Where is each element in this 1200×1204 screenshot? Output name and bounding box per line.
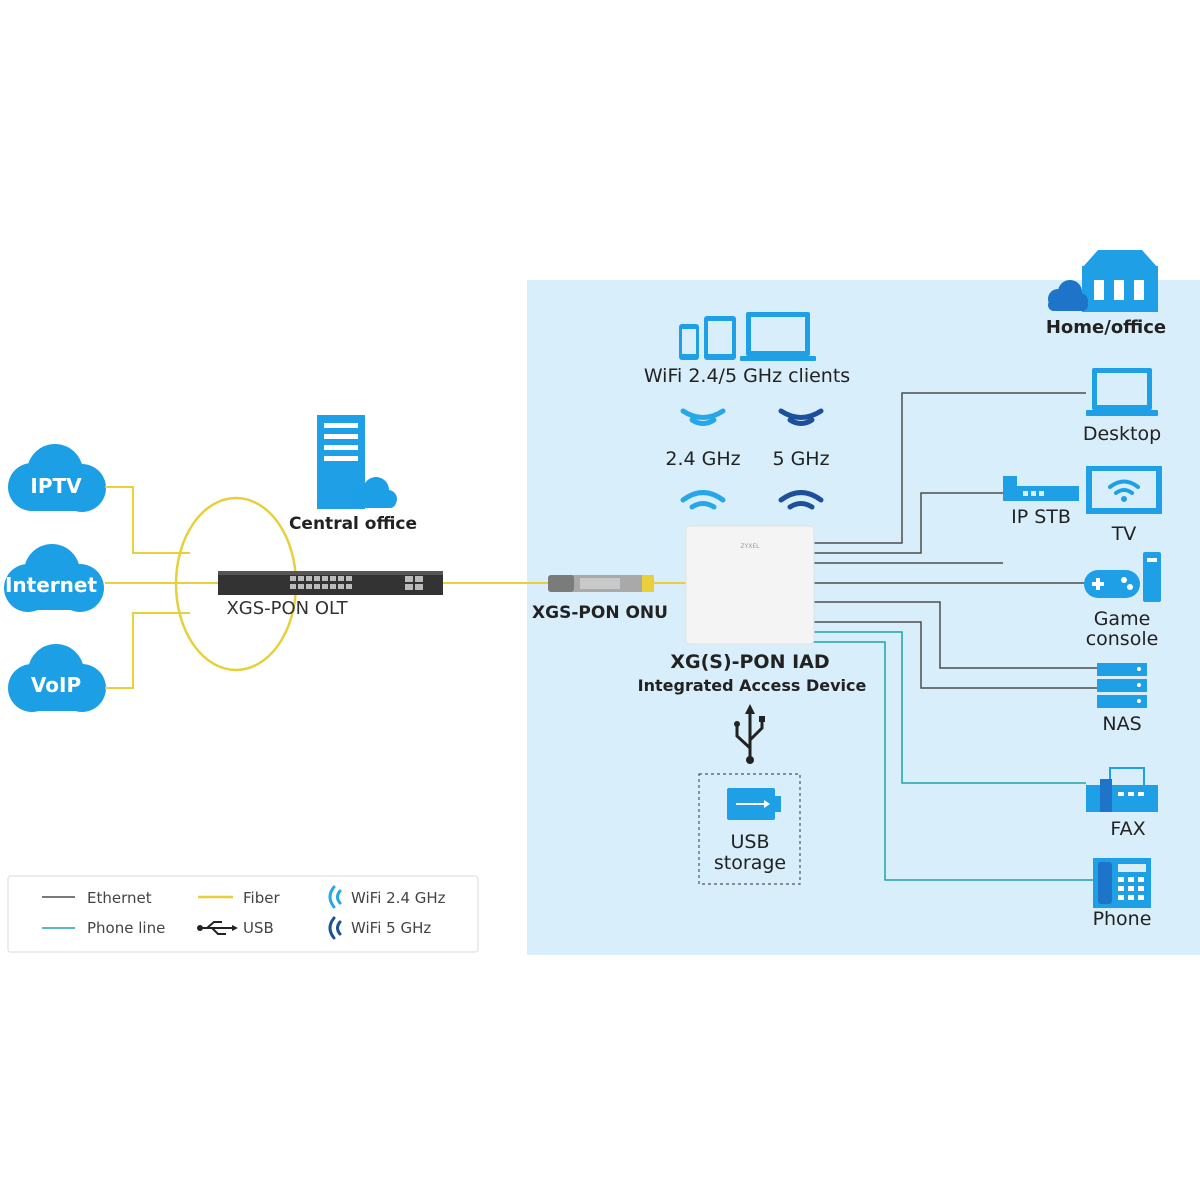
legend-ethernet-label: Ethernet bbox=[87, 889, 152, 907]
legend-wifi5-label: WiFi 5 GHz bbox=[351, 919, 431, 937]
usb-storage-line2: storage bbox=[714, 852, 786, 874]
legend: Ethernet Phone line Fiber USB WiFi 2.4 G… bbox=[7, 875, 479, 953]
central-office-label: Central office bbox=[289, 514, 417, 534]
onu-label: XGS-PON ONU bbox=[532, 603, 668, 623]
wifi-24-icon bbox=[680, 408, 726, 426]
iad-title: XG(S)-PON IAD bbox=[670, 651, 829, 673]
service-label: IPTV bbox=[30, 474, 82, 498]
service-label: Internet bbox=[5, 573, 97, 597]
iad-subtitle: Integrated Access Device bbox=[638, 676, 867, 695]
building-cloud-icon bbox=[1048, 250, 1158, 312]
wifi-5-icon bbox=[778, 408, 824, 426]
switch-icon bbox=[218, 571, 443, 595]
tv-icon bbox=[1086, 466, 1162, 514]
device-game-label-line1: Game bbox=[1094, 608, 1151, 630]
usb-icon bbox=[197, 921, 238, 935]
ethernet-links bbox=[813, 392, 1097, 881]
iad-device: ZYXEL bbox=[685, 525, 815, 645]
cloud-icon bbox=[8, 444, 106, 512]
home-office-label: Home/office bbox=[1046, 317, 1166, 338]
set-top-box-icon bbox=[1003, 476, 1079, 501]
legend-wifi24-label: WiFi 2.4 GHz bbox=[351, 889, 446, 907]
wifi-24-icon bbox=[328, 885, 342, 909]
service-internet: Internet bbox=[4, 544, 104, 612]
olt-label: XGS-PON OLT bbox=[226, 598, 348, 619]
fax-icon bbox=[1086, 767, 1158, 812]
usb-storage-line1: USB bbox=[730, 831, 769, 853]
device-tv-label: TV bbox=[1111, 523, 1137, 545]
devices-icon bbox=[679, 312, 816, 361]
service-voip: VoIP bbox=[8, 644, 106, 712]
wifi-24-icon bbox=[680, 490, 726, 510]
band-label-24: 2.4 GHz bbox=[665, 448, 740, 470]
legend-usb-label: USB bbox=[243, 919, 274, 937]
service-iptv: IPTV bbox=[8, 444, 106, 512]
usb-drive-icon bbox=[727, 788, 781, 820]
service-label: VoIP bbox=[31, 673, 81, 697]
legend-phone-label: Phone line bbox=[87, 919, 165, 937]
wifi-5-icon bbox=[778, 490, 824, 510]
usb-storage-box bbox=[698, 773, 801, 885]
cloud-icon bbox=[4, 544, 104, 612]
band-label-5: 5 GHz bbox=[772, 448, 829, 470]
device-desktop-label: Desktop bbox=[1083, 423, 1161, 445]
home-office-panel bbox=[527, 280, 1200, 955]
device-game-label-line2: console bbox=[1086, 628, 1159, 650]
iad-brand: ZYXEL bbox=[740, 543, 760, 550]
nas-icon bbox=[1097, 663, 1147, 708]
device-phone-label: Phone bbox=[1093, 908, 1152, 930]
sfp-module-icon bbox=[548, 575, 654, 592]
wifi-clients-label: WiFi 2.4/5 GHz clients bbox=[644, 365, 850, 387]
legend-fiber-label: Fiber bbox=[243, 889, 280, 907]
cloud-icon bbox=[8, 644, 106, 712]
device-nas-label: NAS bbox=[1102, 713, 1141, 735]
usb-symbol-icon bbox=[734, 704, 765, 764]
gamepad-icon bbox=[1084, 552, 1161, 602]
laptop-icon bbox=[1086, 368, 1158, 416]
legend-box bbox=[7, 875, 479, 953]
wifi-5-icon bbox=[328, 916, 342, 940]
phone-icon bbox=[1093, 858, 1151, 908]
device-ipstb-label: IP STB bbox=[1011, 506, 1071, 528]
device-fax-label: FAX bbox=[1110, 818, 1145, 840]
server-cloud-icon bbox=[317, 415, 397, 509]
